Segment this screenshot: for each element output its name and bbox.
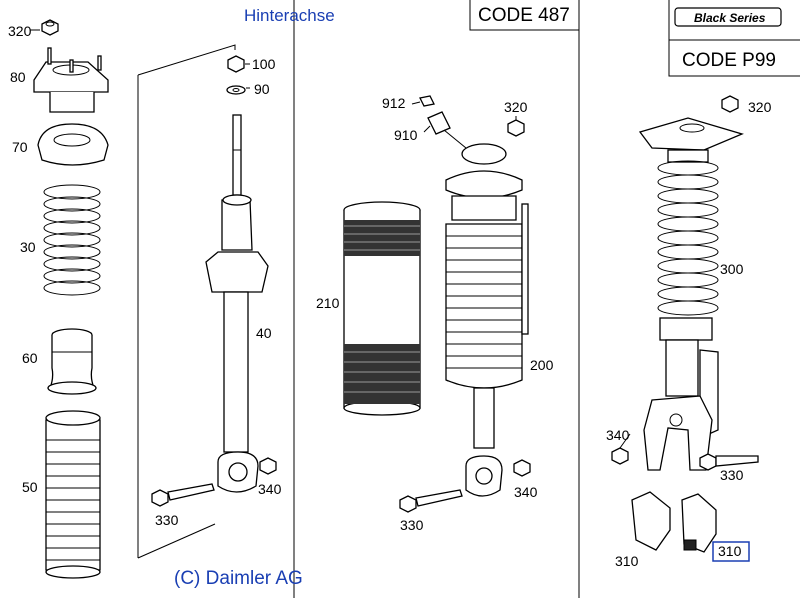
nut-100: [227, 55, 245, 73]
leader-lines: [30, 29, 631, 449]
callout-50: 50: [22, 479, 38, 495]
callout-310-b: 310: [718, 543, 742, 559]
dust-boot-50: [45, 410, 101, 579]
air-bellow-210: [343, 201, 421, 416]
spring-seat-70: [37, 123, 109, 166]
coilover-300: [638, 117, 744, 471]
valve-910: [427, 111, 467, 149]
coil-spring-30: [43, 184, 101, 296]
nut-320-left: [41, 19, 59, 36]
code-p99-label: CODE P99: [682, 50, 776, 71]
assembly-bracket-bottom: [137, 523, 216, 559]
page-title: Hinterachse: [244, 6, 335, 25]
callout-340-right: 340: [606, 427, 630, 443]
black-series-badge: [674, 7, 782, 27]
callout-912: 912: [382, 95, 406, 111]
callout-80: 80: [10, 69, 26, 85]
bolt-330-right: [699, 453, 759, 471]
nut-340-right: [611, 447, 629, 465]
black-series-label: Black Series: [694, 11, 766, 25]
code487-box: [469, 0, 580, 31]
nut-340-mid: [513, 459, 531, 477]
callout-100: 100: [252, 56, 276, 72]
code-487-label: CODE 487: [478, 5, 570, 26]
callout-310-a: 310: [615, 553, 639, 569]
highlight-310-box: [712, 541, 750, 562]
nut-320-mid: [507, 119, 525, 137]
codep99-box: [668, 0, 800, 77]
callout-90: 90: [254, 81, 270, 97]
callout-30: 30: [20, 239, 36, 255]
callout-340-mid: 340: [514, 484, 538, 500]
callout-330-left: 330: [155, 512, 179, 528]
callout-40: 40: [256, 325, 272, 341]
nut-340-left: [259, 457, 277, 475]
spacers-310: [631, 491, 717, 553]
shock-absorber-40: [205, 114, 269, 493]
bump-stop-60: [47, 328, 97, 395]
callout-200: 200: [530, 357, 554, 373]
bolt-330-left: [151, 483, 215, 507]
callout-210: 210: [316, 295, 340, 311]
plug-912: [419, 95, 435, 107]
callout-330-right: 330: [720, 467, 744, 483]
callout-300: 300: [720, 261, 744, 277]
callout-910: 910: [394, 127, 418, 143]
copyright-text: (C) Daimler AG: [174, 568, 303, 589]
callout-320-right: 320: [748, 99, 772, 115]
callout-320-mid: 320: [504, 99, 528, 115]
bolt-330-mid: [399, 489, 463, 513]
air-strut-200: [445, 143, 529, 497]
callout-320-left: 320: [8, 23, 32, 39]
support-bearing-80: [33, 47, 109, 113]
washer-90: [226, 85, 246, 95]
callout-330-mid: 330: [400, 517, 424, 533]
callout-70: 70: [12, 139, 28, 155]
assembly-bracket-top: [137, 44, 236, 76]
nut-320-right: [721, 95, 739, 113]
callout-340-left: 340: [258, 481, 282, 497]
callout-60: 60: [22, 350, 38, 366]
